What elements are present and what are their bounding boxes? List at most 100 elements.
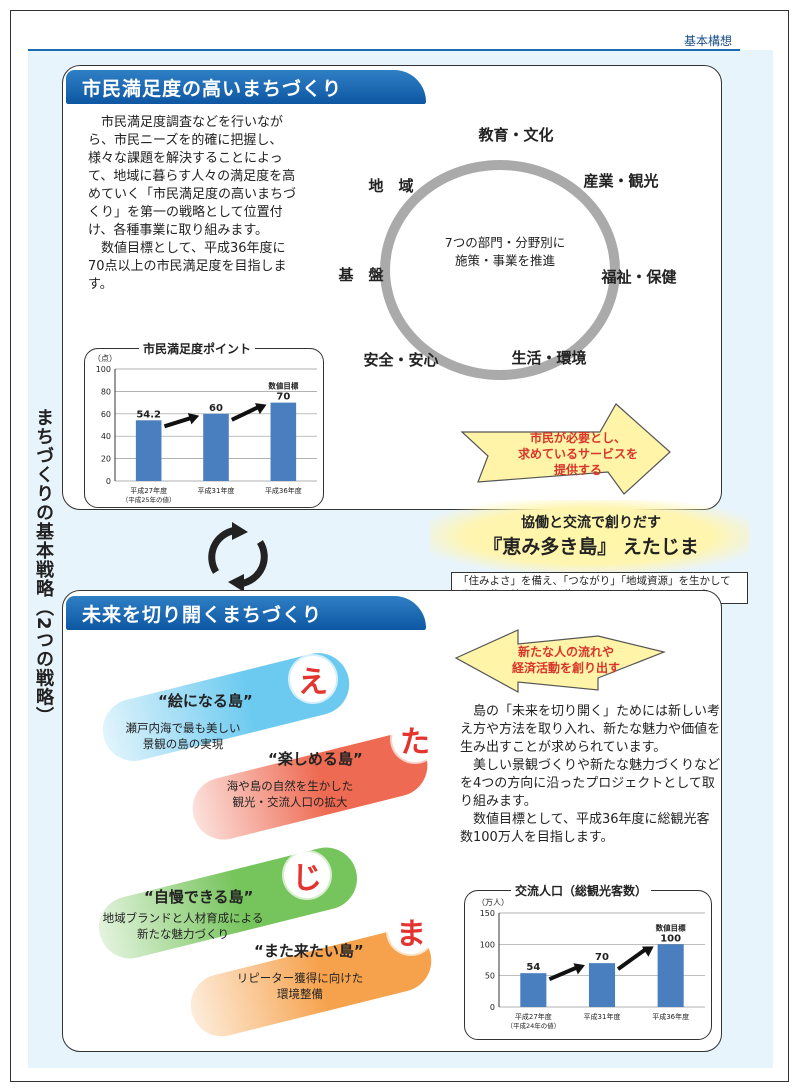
bubble-life-environment: 生活・環境	[494, 322, 604, 392]
catchphrase-glow	[430, 500, 750, 572]
island-desc-line: 景観の島の実現	[142, 737, 224, 751]
bar	[203, 413, 229, 481]
x-tick-label: 平成36年度	[265, 486, 302, 495]
strategy2-paragraph: 数値目標として、平成36年度に総観光客数100万人を目指します。	[460, 812, 710, 845]
callout-line: 市民が必要とし、	[529, 431, 626, 445]
catchphrase-line2: 『恵み多き島』 えたじま	[483, 536, 699, 558]
bubble-label: 産業・観光	[583, 171, 659, 190]
trend-arrow-head	[187, 412, 200, 425]
y-tick-label: 60	[101, 410, 111, 419]
strategy2-description: 島の「未来を切り開く」ためには新しい考え方や方法を取り入れ、新たな魅力や価値を生…	[460, 703, 722, 847]
island-title: “楽しめる島”	[268, 750, 363, 768]
data-label: 54.2	[136, 409, 161, 420]
catchphrase-line1: 協働と交流で創りだす	[521, 515, 661, 531]
x-tick-note: （平成25年の値）	[122, 495, 176, 504]
island-desc-line: 瀬戸内海で最も美しい	[125, 721, 241, 735]
island-desc-line: 新たな魅力づくり	[137, 927, 229, 941]
y-tick-label: 80	[101, 387, 111, 396]
cycle-arrows-icon	[208, 522, 268, 592]
island-title: “また来たい島”	[254, 942, 364, 960]
x-tick-label: 平成27年度	[515, 1012, 552, 1021]
chart-title: 市民満足度ポイント	[139, 340, 256, 357]
trend-arrow	[616, 946, 649, 971]
kana-e: え	[290, 656, 336, 702]
target-label: 数値目標	[656, 922, 686, 932]
island-description: 地域ブランドと人材育成による 新たな魅力づくり	[72, 910, 294, 942]
island-desc-line: リピーター獲得に向けた	[236, 971, 364, 985]
y-tick-label: 40	[101, 432, 111, 441]
data-label: 70	[276, 392, 290, 403]
x-tick-label: 平成36年度	[652, 1012, 689, 1021]
header-rule	[28, 49, 740, 51]
bubble-industry-tourism: 産業・観光	[566, 144, 676, 216]
callout-arrow-top	[460, 403, 671, 495]
y-tick-label: 20	[101, 455, 111, 464]
bubble-label: 教育・文化	[478, 125, 554, 144]
bubble-education-culture: 教育・文化	[466, 100, 566, 168]
strategy2-title: 未来を切り開くまちづくり	[66, 596, 426, 630]
sectors-ring	[380, 160, 620, 380]
section-header-label: 基本構想	[683, 34, 732, 48]
trend-arrow-head	[254, 403, 267, 415]
bubble-safety-security: 安全・安心	[346, 324, 456, 394]
page-frame	[10, 10, 789, 1082]
trend-arrow	[230, 404, 262, 422]
bubble-label: 基 盤	[338, 265, 384, 284]
center-text-line: 施策・事業を推進	[454, 253, 555, 268]
island-description: 海や島の自然を生かした 観光・交流人口の拡大	[190, 778, 390, 810]
island-title: “絵になる島”	[158, 692, 253, 710]
bubble-welfare-health: 福祉・保健	[584, 240, 694, 312]
trend-arrow	[548, 964, 580, 982]
callout-bottom-text: 新たな人の流れや 経済活動を創り出す	[486, 644, 646, 676]
trend-arrow-head	[573, 963, 585, 975]
data-label: 60	[209, 403, 223, 414]
x-tick-note: （平成24年の値）	[506, 1021, 560, 1030]
trend-arrow	[163, 415, 194, 429]
bubble-label: 地 域	[368, 176, 414, 195]
callout-arrow-bottom	[454, 629, 666, 694]
kana-ta: た	[392, 716, 438, 762]
kana-ji: じ	[284, 852, 330, 898]
island-title: “自慢できる島”	[144, 888, 254, 906]
bar	[657, 944, 684, 1007]
x-tick-label: 平成27年度	[130, 486, 167, 495]
strategy1-title: 市民満足度の高いまちづくり	[66, 70, 426, 104]
strategy2-paragraph: 美しい景観づくりや新たな魅力づくりなどを4つの方向に沿ったプロジェクトとして取り…	[460, 758, 721, 809]
satisfaction-chart-svg: （点）02040608010054.2平成27年度（平成25年の値）60平成31…	[93, 354, 317, 504]
bubble-community: 地 域	[336, 150, 446, 220]
bar	[270, 402, 297, 481]
y-axis-label: （万人）	[477, 898, 509, 907]
island-description: リピーター獲得に向けた 環境整備	[222, 970, 378, 1002]
strategy2-paragraph: 島の「未来を切り開く」ためには新しい考え方や方法を取り入れ、新たな魅力や価値を生…	[460, 704, 721, 755]
y-tick-label: 100	[96, 365, 111, 374]
y-tick-label: 0	[106, 477, 111, 486]
y-tick-label: 100	[480, 940, 495, 949]
sectors-center-text: 7つの部門・分野別に 施策・事業を推進	[420, 234, 590, 270]
target-label: 数値目標	[268, 381, 298, 391]
x-tick-label: 平成31年度	[584, 1012, 621, 1021]
island-desc-line: 環境整備	[277, 987, 323, 1001]
y-tick-label: 150	[480, 909, 495, 918]
kana-ma: ま	[388, 908, 434, 954]
data-label: 54	[526, 962, 540, 973]
bar	[588, 963, 616, 1007]
bar	[520, 973, 547, 1007]
island-desc-line: 観光・交流人口の拡大	[232, 795, 348, 809]
bubble-infrastructure: 基 盤	[308, 238, 414, 310]
trend-arrow-head	[641, 946, 654, 957]
callout-line: 新たな人の流れや	[517, 645, 614, 659]
bubble-label: 福祉・保健	[601, 267, 677, 286]
vertical-section-title: まちづくりの基本戦略（2つの戦略）	[33, 408, 54, 726]
island-desc-line: 海や島の自然を生かした	[226, 779, 354, 793]
bubble-label: 安全・安心	[363, 350, 439, 369]
y-tick-label: 50	[485, 972, 495, 981]
data-label: 100	[660, 933, 681, 944]
bubble-label: 生活・環境	[511, 348, 587, 367]
chart-title: 交流人口（総観光客数）	[511, 882, 652, 899]
callout-line: 経済活動を創り出す	[511, 661, 620, 675]
island-desc-line: 地域ブランドと人材育成による	[102, 911, 264, 925]
bar	[135, 420, 162, 481]
y-tick-label: 0	[490, 1003, 495, 1012]
